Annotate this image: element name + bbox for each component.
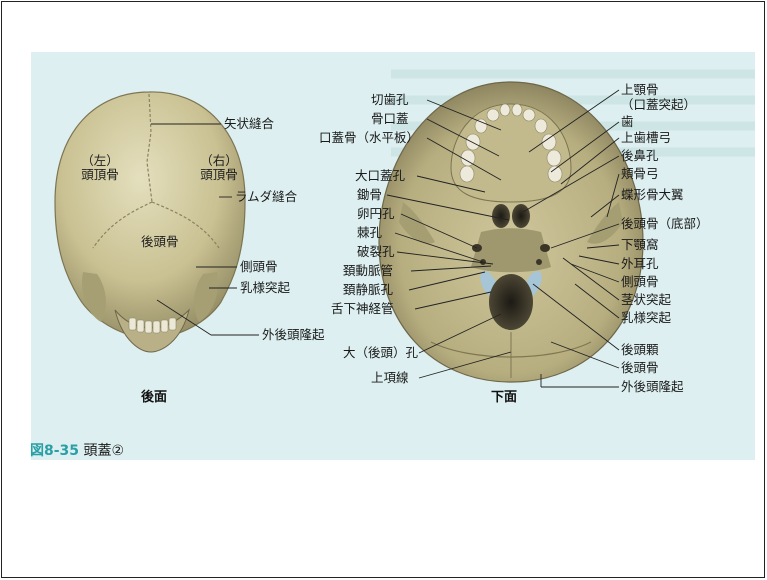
- label-teeth: 歯: [621, 115, 634, 129]
- label-ext-occipital-protuberance-inferior: 外後頭隆起: [621, 380, 684, 394]
- label-greater-wing: 蝶形骨大翼: [621, 188, 684, 202]
- label-mastoid: 乳様突起: [240, 281, 290, 295]
- label-ext-occipital-protuberance: 外後頭隆起: [262, 328, 325, 342]
- label-parietal-right: （右） 頭頂骨: [196, 154, 242, 182]
- inferior-skull: [379, 82, 643, 382]
- label-superior-nuchal-line: 上項線: [371, 371, 409, 385]
- label-hypoglossal-canal: 舌下神経管: [331, 302, 394, 316]
- label-foramen-ovale: 卵円孔: [357, 207, 395, 221]
- label-parietal-left: （左） 頭頂骨: [77, 154, 123, 182]
- label-palatine-process: （口蓋突起）: [621, 98, 696, 112]
- inferior-view-title: 下面: [491, 386, 517, 405]
- label-parietal-right-name: 頭頂骨: [196, 168, 242, 182]
- label-greater-palatine-foramen: 大口蓋孔: [355, 169, 405, 183]
- label-temporal-bone: 側頭骨: [621, 275, 659, 289]
- label-temporal: 側頭骨: [240, 260, 278, 274]
- label-occipital-basilar: 後頭骨（底部）: [621, 217, 709, 231]
- label-maxilla: 上顎骨: [621, 83, 659, 97]
- label-occipital-bone: 後頭骨: [621, 361, 659, 375]
- label-mastoid-process: 乳様突起: [621, 311, 671, 325]
- label-sagittal-suture: 矢状縫合: [224, 117, 274, 131]
- label-foramen-spinosum: 棘孔: [357, 226, 382, 240]
- posterior-skull: [55, 92, 245, 352]
- posterior-view-title: 後面: [141, 386, 167, 405]
- label-incisive-foramen: 切歯孔: [371, 93, 409, 107]
- label-carotid-canal: 頚動脈管: [343, 264, 393, 278]
- label-parietal-right-side: （右）: [196, 154, 242, 168]
- label-mandibular-fossa: 下顎窩: [621, 238, 659, 252]
- label-parietal-left-name: 頭頂骨: [77, 168, 123, 182]
- label-parietal-left-side: （左）: [77, 154, 123, 168]
- label-occipital-condyle: 後頭顆: [621, 343, 659, 357]
- label-external-acoustic-meatus: 外耳孔: [621, 257, 659, 271]
- label-choanae: 後鼻孔: [621, 149, 659, 163]
- label-palatine-horizontal: 口蓋骨（水平板）: [319, 131, 419, 145]
- label-jugular-foramen: 頚静脈孔: [343, 283, 393, 297]
- label-styloid-process: 茎状突起: [621, 293, 671, 307]
- skull-figure: 矢状縫合 （左） 頭頂骨 （右） 頭頂骨 ラムダ縫合 後頭骨 側頭骨 乳様突起 …: [31, 52, 755, 460]
- label-foramen-lacerum: 破裂孔: [357, 245, 395, 259]
- label-occipital: 後頭骨: [141, 235, 179, 249]
- label-bony-palate: 骨口蓋: [371, 112, 409, 126]
- label-alveolar-arch: 上歯槽弓: [621, 131, 671, 145]
- label-zygomatic-arch: 頬骨弓: [621, 167, 659, 181]
- figure-title: 頭蓋②: [84, 443, 125, 459]
- figure-number: 図8-35: [30, 443, 79, 459]
- label-foramen-magnum: 大（後頭）孔: [343, 346, 418, 360]
- label-lambdoid-suture: ラムダ縫合: [235, 190, 297, 204]
- figure-caption: 図8-35 頭蓋②: [30, 440, 124, 460]
- label-vomer: 鋤骨: [357, 188, 382, 202]
